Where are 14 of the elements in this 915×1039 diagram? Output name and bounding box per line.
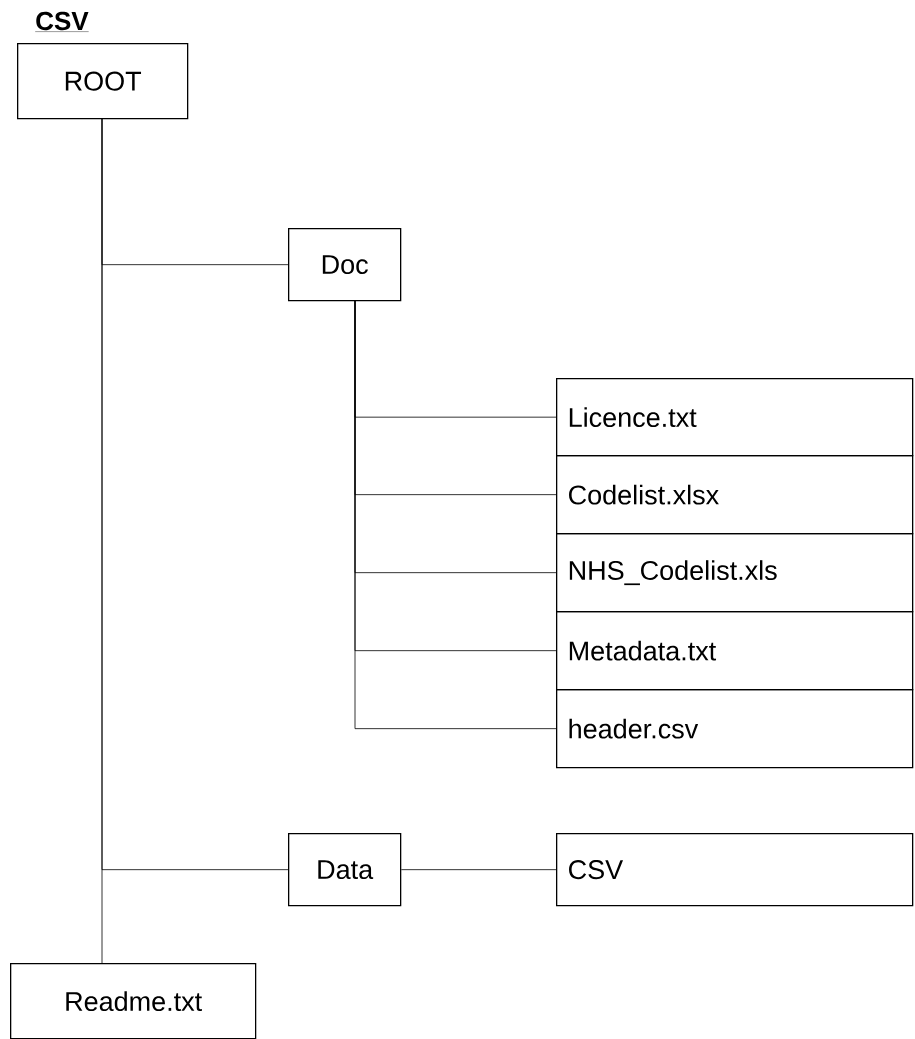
file-box: Metadata.txt [556, 611, 914, 691]
connector-line [101, 117, 103, 964]
connector-line [354, 299, 557, 730]
file-box: Licence.txt [556, 378, 914, 457]
folder-box: Data [288, 833, 402, 907]
file-box: header.csv [556, 689, 914, 769]
connector-line [400, 869, 557, 871]
file-box: CSV [556, 833, 914, 907]
file-box: Codelist.xlsx [556, 455, 914, 535]
folder-box: Readme.txt [10, 963, 257, 1039]
title: CSV [35, 11, 89, 32]
root-box: ROOT [17, 43, 189, 120]
file-box: NHS_Codelist.xls [556, 533, 914, 613]
folder-box: Doc [288, 228, 402, 302]
